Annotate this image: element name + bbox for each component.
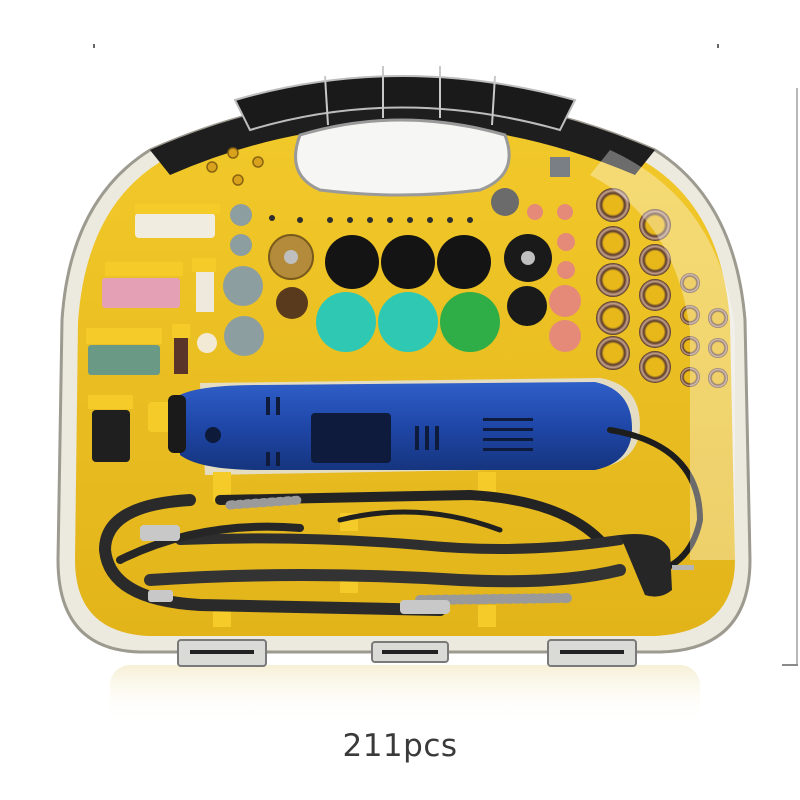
grinding-stones-pink [102, 258, 216, 312]
grinding-stones-green [86, 324, 217, 375]
drill-bits [269, 215, 473, 223]
polishing-felt-discs [316, 235, 500, 352]
pink-grinding-stones [527, 204, 581, 352]
edge-guide-line [796, 88, 798, 666]
lid-glare [590, 150, 735, 560]
piece-count-caption: 211pcs [342, 728, 458, 764]
flexible-shaft-and-cord [98, 427, 704, 616]
cutoff-wheel-stack [88, 395, 178, 462]
small-square-insert [550, 157, 570, 177]
corner-mark-left [93, 44, 95, 48]
carry-handle [150, 66, 655, 197]
sanding-drums [596, 188, 728, 388]
corner-mark-right [717, 44, 719, 48]
grinding-stones-white [135, 204, 220, 238]
cutting-discs [223, 204, 264, 356]
blue-rotary-tool [168, 378, 640, 475]
wire-brushes [268, 188, 552, 326]
shaft-collars [140, 525, 450, 614]
mandrel-pins-topleft [206, 147, 264, 186]
edge-guide-tick [782, 664, 798, 666]
power-plug [620, 534, 694, 597]
case-reflection [110, 665, 700, 725]
